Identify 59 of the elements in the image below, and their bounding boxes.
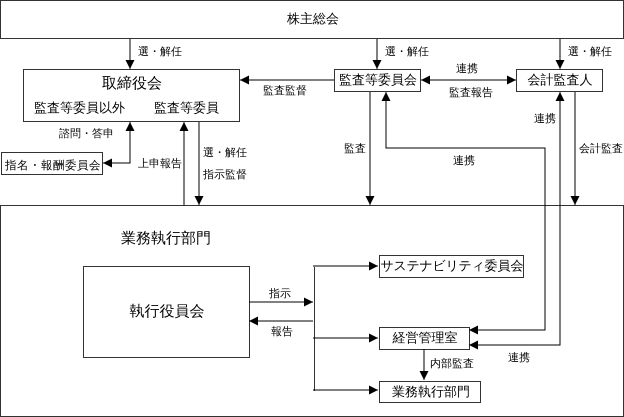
committee-box bbox=[379, 255, 524, 278]
note-text: 監査報告 bbox=[448, 86, 494, 99]
node-text: サステナビリティ委員会 bbox=[380, 259, 524, 275]
arrow bbox=[248, 316, 314, 326]
division-area bbox=[0, 205, 624, 417]
arrow bbox=[366, 92, 374, 206]
node-text: 業務執行部門 bbox=[392, 385, 470, 401]
note-text: 指示監督 bbox=[202, 168, 248, 181]
edge-label: 連携 bbox=[455, 62, 479, 75]
arrow bbox=[556, 38, 564, 70]
arrow bbox=[372, 38, 382, 70]
meeting-box bbox=[0, 0, 624, 39]
arrow bbox=[194, 122, 204, 206]
arrow bbox=[102, 122, 134, 168]
node-text: 株主総会 bbox=[287, 12, 339, 28]
edge-label: 諮問・答申 bbox=[58, 127, 115, 140]
arrow bbox=[248, 298, 314, 306]
edge-label: 報告 bbox=[270, 325, 294, 338]
auditor-box bbox=[516, 69, 603, 92]
executive-box bbox=[83, 266, 250, 358]
committee-box bbox=[1, 152, 103, 175]
edge-label: 指示 bbox=[268, 287, 292, 300]
arrow bbox=[312, 386, 378, 394]
node-text: 監査等委員以外 bbox=[34, 101, 125, 117]
arrow bbox=[420, 348, 428, 380]
edge-label: 選・解任 bbox=[567, 45, 613, 58]
edge-label: 監査監督 bbox=[262, 84, 308, 97]
edge-label: 会計監査 bbox=[578, 142, 624, 155]
arrow bbox=[312, 334, 378, 342]
heading-text: 業務執行部門 bbox=[121, 230, 211, 246]
arrow bbox=[126, 38, 134, 70]
heading-text: 取締役会 bbox=[102, 75, 162, 91]
arrow bbox=[570, 92, 580, 206]
edge-label: 選・解任 bbox=[202, 146, 248, 159]
committee-box bbox=[334, 69, 421, 92]
edge-label: 連携 bbox=[452, 154, 476, 167]
arrow bbox=[468, 92, 564, 350]
note-text: 上申報告 bbox=[137, 157, 183, 170]
arrow bbox=[180, 122, 188, 206]
node-text: 監査等委員会 bbox=[339, 73, 417, 89]
edge-label: 連携 bbox=[533, 112, 557, 125]
note-text: 連携 bbox=[507, 351, 531, 364]
arrow bbox=[312, 262, 378, 270]
arrow bbox=[420, 76, 516, 84]
arrow bbox=[382, 92, 546, 334]
edge-label: 内部監査 bbox=[429, 357, 475, 370]
node-text: 執行役員会 bbox=[130, 303, 204, 319]
node-text: 経営管理室 bbox=[392, 331, 458, 347]
arrow bbox=[240, 76, 334, 84]
division-box bbox=[379, 381, 481, 403]
edge-label: 監査 bbox=[343, 142, 367, 155]
edge-label: 選・解任 bbox=[384, 45, 430, 58]
office-box bbox=[379, 327, 470, 350]
node-text: 指名・報酬委員会 bbox=[5, 157, 101, 173]
node-text: 監査等委員 bbox=[154, 101, 219, 117]
branch-line bbox=[314, 267, 315, 391]
board-box bbox=[23, 69, 240, 122]
node-text: 会計監査人 bbox=[528, 73, 592, 89]
edge-label: 選・解任 bbox=[137, 45, 183, 58]
